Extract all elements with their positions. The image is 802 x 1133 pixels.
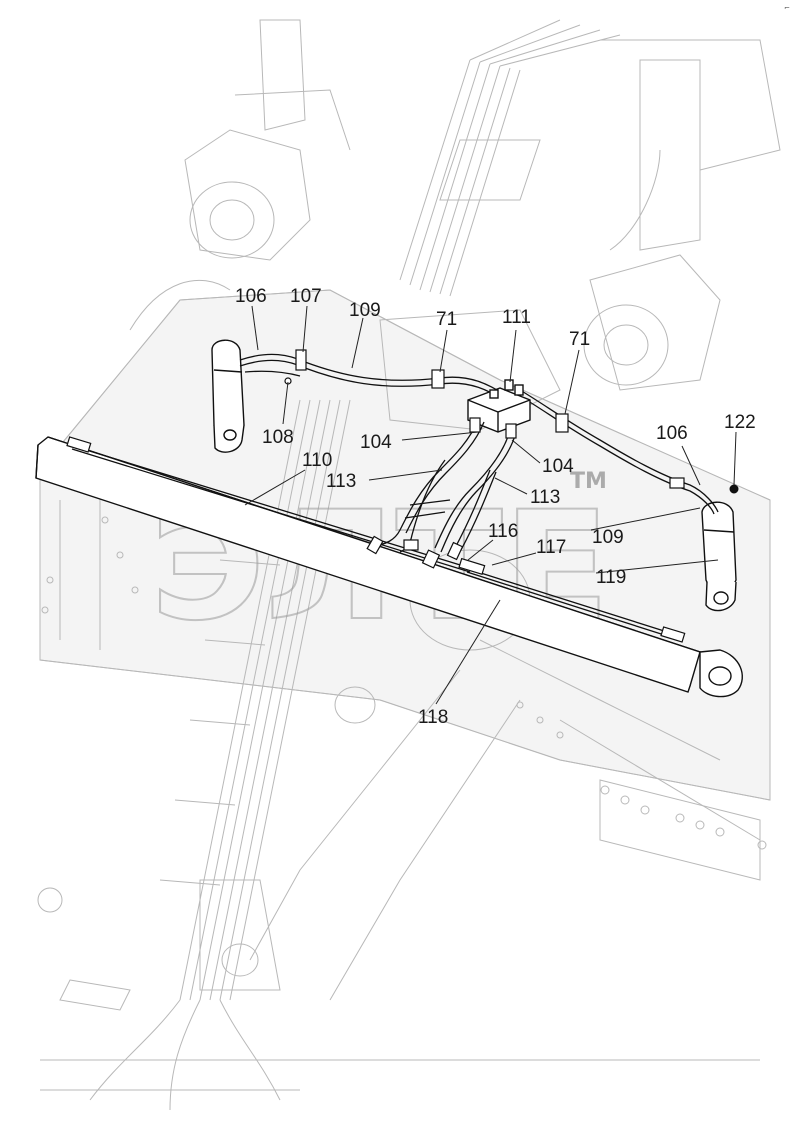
cylinder-118: [35, 436, 743, 698]
callout-109-right: 109: [592, 527, 624, 548]
frame-holes: [41, 516, 767, 850]
callout-113-right: 113: [530, 487, 560, 508]
callouts: 106 107 109 71 111 71 108 104 104 110 11…: [235, 286, 756, 728]
callout-118: 118: [418, 707, 448, 728]
callout-104-right: 104: [542, 456, 574, 477]
callout-117: 117: [536, 537, 566, 558]
leader-lines: [244, 305, 737, 705]
hoses-104-113: [366, 417, 517, 569]
hose-110: [66, 436, 686, 643]
callout-110: 110: [302, 450, 332, 471]
callout-104-left: 104: [360, 432, 392, 453]
callout-106-left: 106: [235, 286, 267, 307]
left-cylinder: [211, 339, 245, 453]
callout-108: 108: [262, 427, 294, 448]
callout-109-top: 109: [349, 300, 381, 321]
callout-113-left: 113: [326, 471, 356, 492]
valve-block-111: [467, 379, 531, 433]
callout-106-right: 106: [656, 423, 688, 444]
callout-111: 111: [502, 307, 531, 328]
svg-text:TM: TM: [570, 469, 607, 494]
callout-71-right: 71: [569, 329, 590, 350]
right-cylinder: [701, 501, 737, 612]
cable-bundle: [59, 19, 621, 1111]
corner-mark: ⌐: [784, 4, 790, 12]
callout-119: 119: [596, 567, 626, 588]
top-hoses: [239, 349, 739, 515]
callout-122: 122: [724, 412, 756, 433]
callout-71-left: 71: [436, 309, 457, 330]
callout-116: 116: [488, 521, 518, 542]
callout-107: 107: [290, 286, 322, 307]
